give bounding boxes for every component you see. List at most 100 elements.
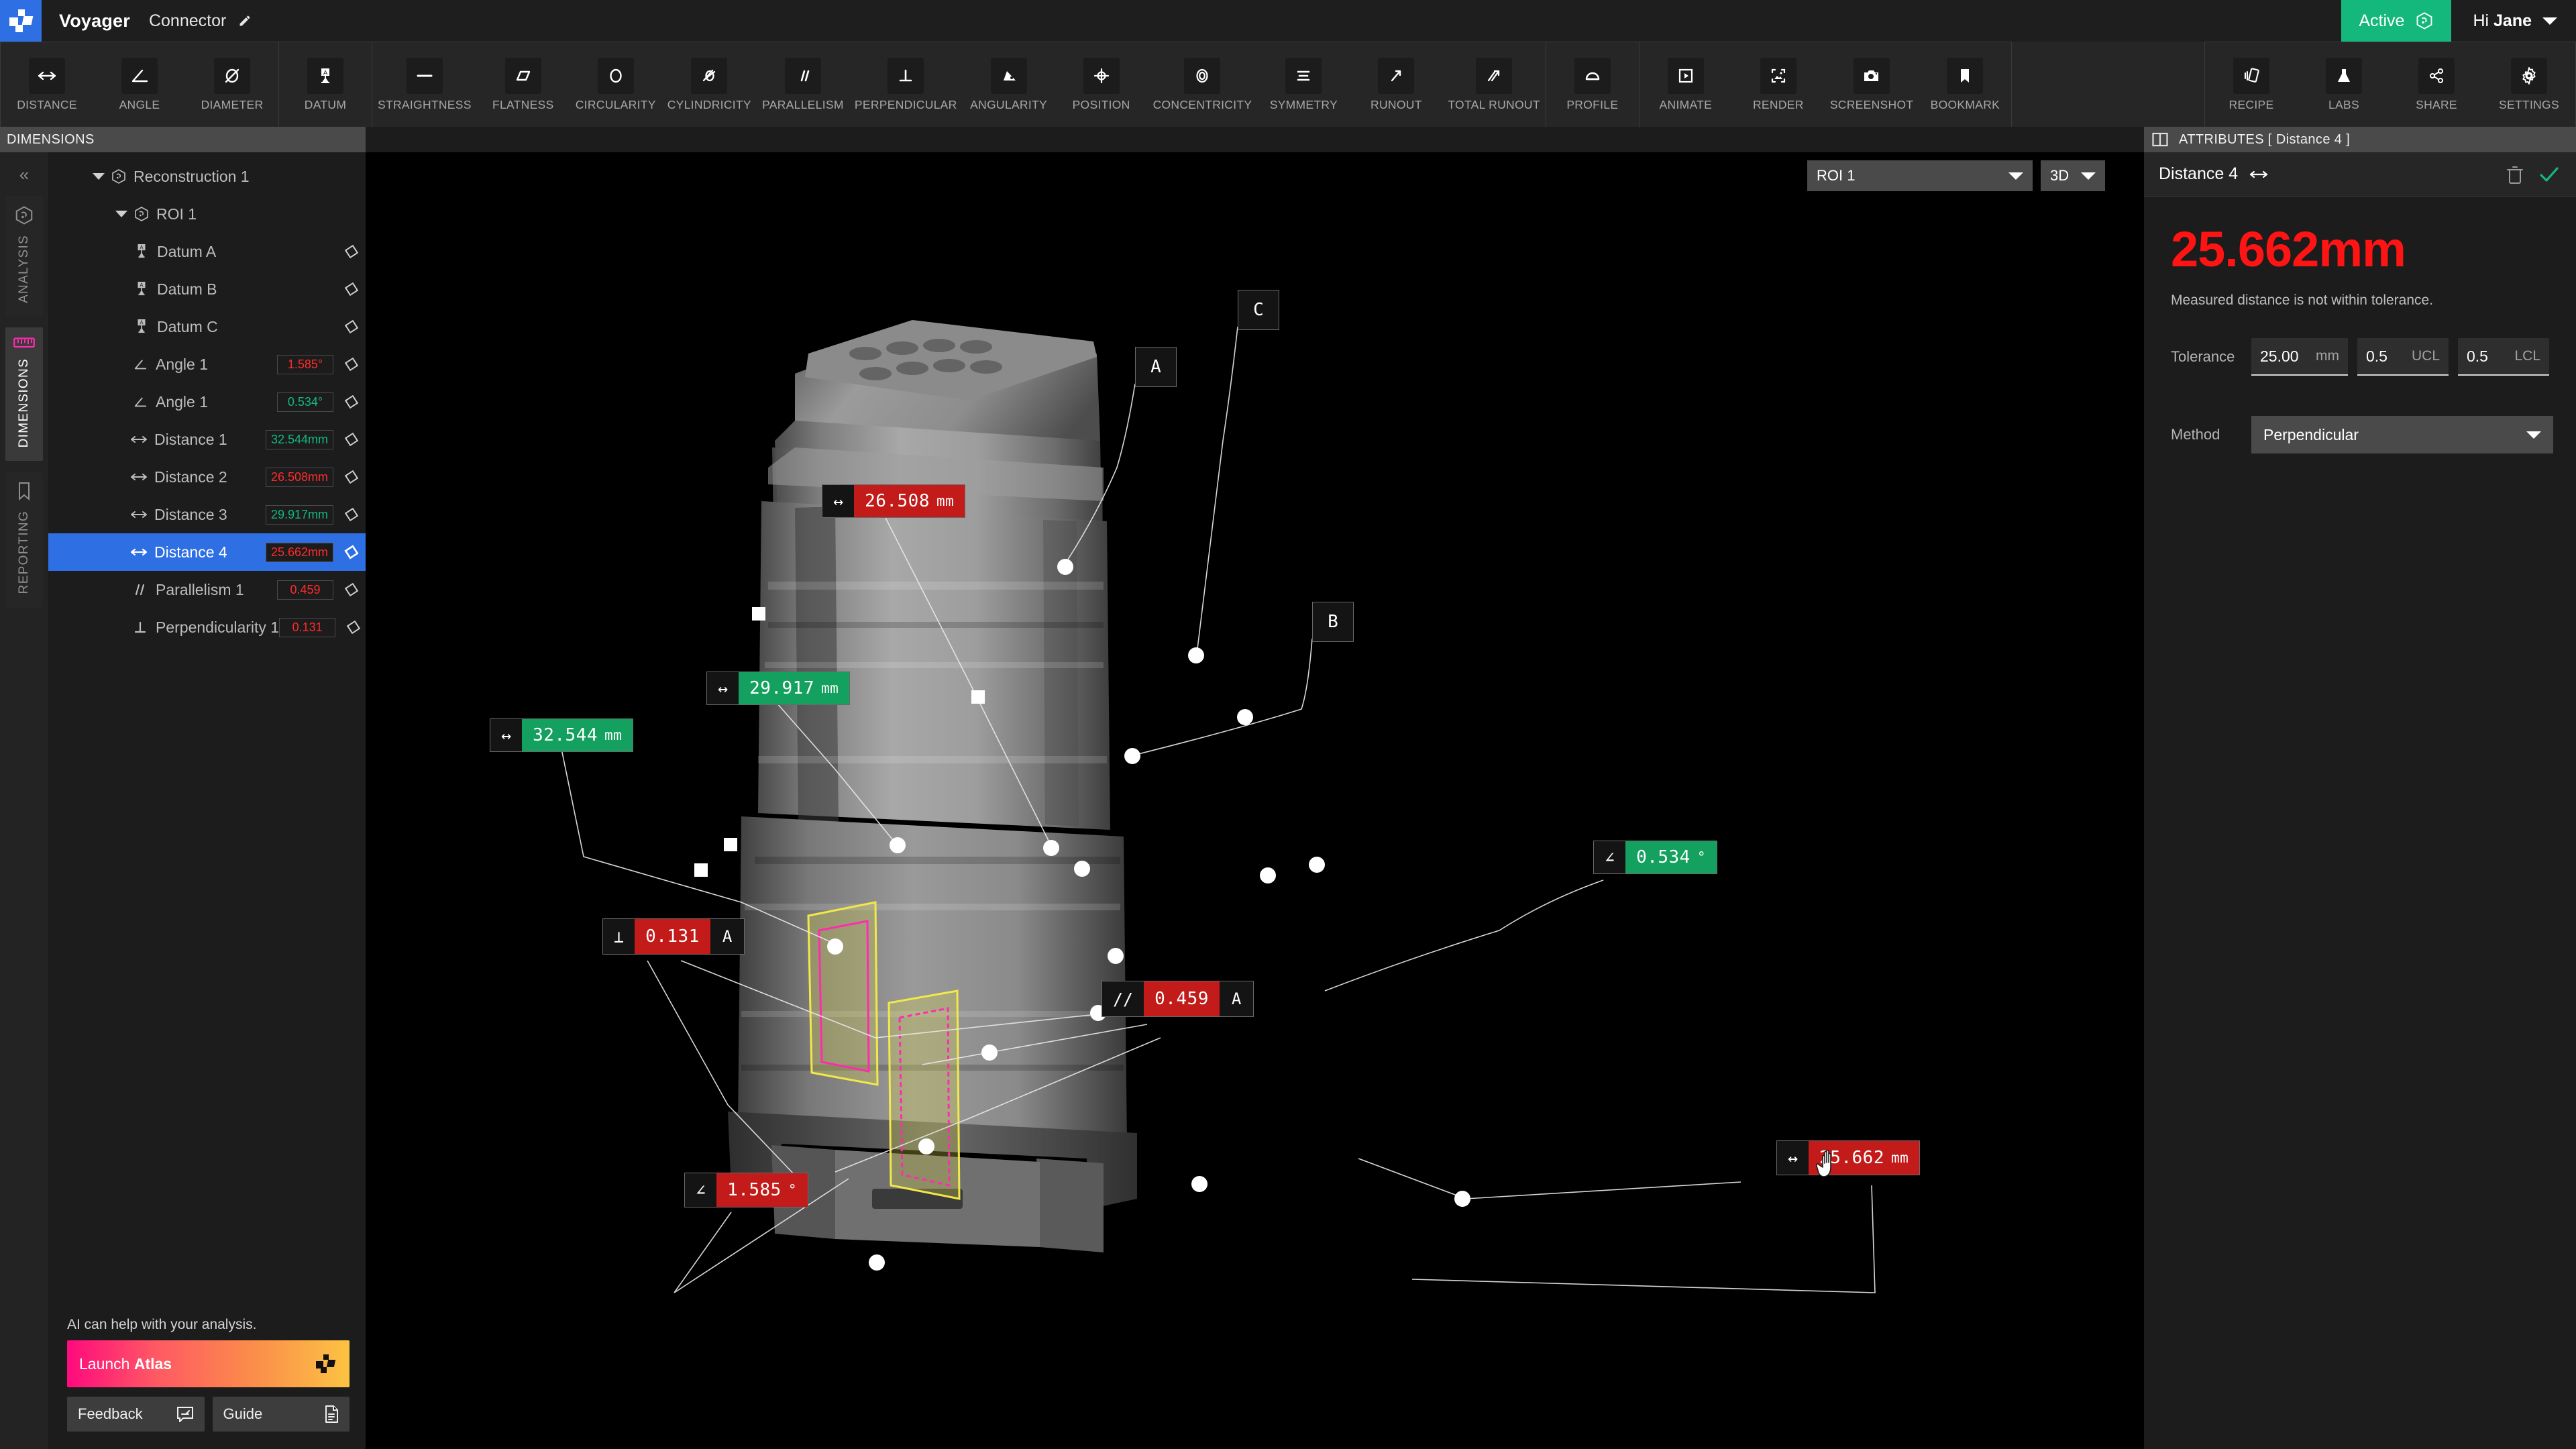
view-mode-select[interactable]: 3D bbox=[2041, 160, 2105, 191]
user-menu[interactable]: Hi Jane bbox=[2451, 11, 2576, 31]
nominal-input[interactable] bbox=[2260, 347, 2309, 366]
datum-label-b[interactable]: B bbox=[1312, 602, 1354, 642]
visibility-diamond-icon[interactable] bbox=[343, 581, 360, 598]
tree-item-reconstruction[interactable]: Reconstruction 1 bbox=[48, 158, 366, 195]
trash-icon[interactable] bbox=[2506, 165, 2524, 184]
datum-label-text: C bbox=[1253, 300, 1264, 320]
tree-item-datum-a[interactable]: A Datum A bbox=[48, 233, 366, 270]
tree-item-label: Distance 4 bbox=[154, 543, 227, 561]
pencil-icon[interactable] bbox=[238, 14, 252, 28]
tool-screenshot[interactable]: SCREENSHOT bbox=[1825, 42, 1919, 127]
roi-select[interactable]: ROI 1 bbox=[1807, 160, 2033, 191]
chevron-double-left-icon[interactable]: « bbox=[19, 164, 30, 184]
svg-text:A: A bbox=[140, 320, 144, 326]
tool-share[interactable]: SHARE bbox=[2390, 42, 2483, 127]
tool-datum[interactable]: A DATUM bbox=[279, 42, 372, 127]
launch-atlas-button[interactable]: Launch Atlas bbox=[67, 1340, 350, 1387]
document-title[interactable]: Connector bbox=[149, 11, 252, 31]
tree-item-distance-2[interactable]: Distance 2 26.508mm bbox=[48, 458, 366, 496]
tool-straightness[interactable]: STRAIGHTNESS bbox=[372, 42, 477, 127]
visibility-diamond-icon[interactable] bbox=[343, 431, 360, 448]
tool-position[interactable]: POSITION bbox=[1055, 42, 1148, 127]
tool-angularity[interactable]: ANGULARITY bbox=[963, 42, 1055, 127]
tree-item-distance-4[interactable]: Distance 4 25.662mm bbox=[48, 533, 366, 571]
tree-item-distance-1[interactable]: Distance 1 32.544mm bbox=[48, 421, 366, 458]
method-select[interactable]: Perpendicular bbox=[2251, 416, 2553, 453]
callout-angle-2[interactable]: ∠ 0.534° bbox=[1593, 841, 1717, 874]
visibility-diamond-icon[interactable] bbox=[345, 619, 362, 636]
tool-bookmark[interactable]: BOOKMARK bbox=[1919, 42, 2011, 127]
tool-settings[interactable]: SETTINGS bbox=[2483, 42, 2575, 127]
tool-circularity[interactable]: CIRCULARITY bbox=[570, 42, 662, 127]
tool-concentricity[interactable]: CONCENTRICITY bbox=[1148, 42, 1258, 127]
bookmark-icon bbox=[15, 481, 33, 501]
tree-item-angle-1[interactable]: Angle 1 1.585° bbox=[48, 345, 366, 383]
nominal-field[interactable]: mm bbox=[2251, 338, 2348, 376]
rail-tab-analysis[interactable]: ANALYSIS bbox=[5, 196, 43, 317]
datum-label-a[interactable]: A bbox=[1135, 347, 1177, 387]
visibility-diamond-icon[interactable] bbox=[343, 356, 360, 373]
tree-item-perpendicularity-1[interactable]: Perpendicularity 1 0.131 bbox=[48, 608, 366, 646]
callout-perpendicularity-1[interactable]: ⊥ 0.131 A bbox=[602, 918, 745, 955]
tool-parallelism[interactable]: PARALLELISM bbox=[757, 42, 849, 127]
check-icon[interactable] bbox=[2538, 165, 2560, 184]
visibility-diamond-icon[interactable] bbox=[343, 506, 360, 523]
caret-down-icon[interactable] bbox=[115, 211, 127, 217]
visibility-diamond-icon[interactable] bbox=[343, 318, 360, 335]
tool-angle[interactable]: ANGLE bbox=[93, 42, 186, 127]
guide-button[interactable]: Guide bbox=[212, 1397, 350, 1432]
main-toolbar: DISTANCE ANGLE DIAMETER A DATUM bbox=[0, 42, 2576, 127]
tree-item-datum-b[interactable]: A Datum B bbox=[48, 270, 366, 308]
tree-item-parallelism-1[interactable]: Parallelism 1 0.459 bbox=[48, 571, 366, 608]
rail-tab-reporting[interactable]: REPORTING bbox=[5, 472, 43, 608]
tool-label: SYMMETRY bbox=[1269, 97, 1338, 111]
visibility-diamond-icon[interactable] bbox=[343, 393, 360, 411]
rail-tab-dimensions[interactable]: DIMENSIONS bbox=[5, 327, 43, 462]
attributes-header-actions bbox=[2506, 165, 2560, 184]
tool-animate[interactable]: ANIMATE bbox=[1640, 42, 1732, 127]
tree-item-label: Datum B bbox=[157, 280, 217, 298]
callout-angle-1[interactable]: ∠ 1.585° bbox=[684, 1173, 808, 1208]
tree-item-distance-3[interactable]: Distance 3 29.917mm bbox=[48, 496, 366, 533]
status-badge[interactable]: Active bbox=[2341, 0, 2452, 42]
tool-runout[interactable]: RUNOUT bbox=[1350, 42, 1442, 127]
parallelism-icon: // bbox=[1102, 981, 1144, 1016]
chevron-down-icon bbox=[2081, 172, 2096, 180]
tool-labs[interactable]: LABS bbox=[2298, 42, 2390, 127]
lcl-field[interactable]: LCL bbox=[2458, 338, 2549, 376]
tree-item-datum-c[interactable]: A Datum C bbox=[48, 308, 366, 345]
3d-viewport[interactable]: ROI 1 3D bbox=[366, 152, 2144, 1449]
launch-atlas-label: Launch Atlas bbox=[79, 1354, 172, 1373]
tool-perpendicular[interactable]: PERPENDICULAR bbox=[849, 42, 963, 127]
tool-symmetry[interactable]: SYMMETRY bbox=[1257, 42, 1350, 127]
lcl-input[interactable] bbox=[2467, 347, 2508, 366]
ucl-input[interactable] bbox=[2366, 347, 2405, 366]
tree-item-roi[interactable]: ROI 1 bbox=[48, 195, 366, 233]
tool-total-runout[interactable]: TOTAL RUNOUT bbox=[1442, 42, 1545, 127]
top-bar-right: Active Hi Jane bbox=[2341, 0, 2576, 42]
callout-parallelism-1[interactable]: // 0.459 A bbox=[1102, 981, 1254, 1017]
ucl-field[interactable]: UCL bbox=[2357, 338, 2449, 376]
feedback-button[interactable]: Feedback bbox=[67, 1397, 205, 1432]
tool-distance[interactable]: DISTANCE bbox=[1, 42, 93, 127]
tool-diameter[interactable]: DIAMETER bbox=[186, 42, 278, 127]
visibility-diamond-icon[interactable] bbox=[343, 243, 360, 260]
visibility-diamond-icon[interactable] bbox=[343, 543, 360, 561]
caret-down-icon[interactable] bbox=[93, 173, 105, 180]
tool-render[interactable]: RENDER bbox=[1732, 42, 1825, 127]
tool-flatness[interactable]: FLATNESS bbox=[477, 42, 570, 127]
tool-cylindricity[interactable]: CYLINDRICITY bbox=[662, 42, 757, 127]
visibility-diamond-icon[interactable] bbox=[343, 468, 360, 486]
visibility-diamond-icon[interactable] bbox=[343, 280, 360, 298]
datum-label-c[interactable]: C bbox=[1238, 290, 1279, 330]
tool-profile[interactable]: PROFILE bbox=[1546, 42, 1639, 127]
app-logo[interactable] bbox=[0, 0, 42, 42]
split-panel-icon[interactable] bbox=[2152, 132, 2168, 147]
tree-item-angle-2[interactable]: Angle 1 0.534° bbox=[48, 383, 366, 421]
tool-recipe[interactable]: RECIPE bbox=[2205, 42, 2298, 127]
